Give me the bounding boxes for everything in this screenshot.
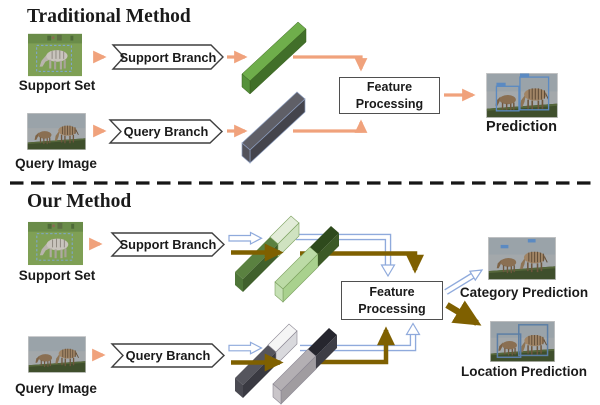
support-set-image-ours [28,222,83,265]
arrow-support-to-processing [293,55,368,72]
arrow-query-to-processing [293,119,368,133]
category-prediction-label: Category Prediction [459,285,589,300]
connector-arrows-front [89,50,484,372]
arrow-brown-support-to-processing [300,251,424,274]
support-feature-bar-traditional [241,21,307,95]
query-feature-bar-ours-light [272,328,337,405]
query-branch-label-traditional: Query Branch [123,124,209,139]
query-image-label-traditional: Query Image [15,156,97,171]
traditional-section-title: Traditional Method [27,6,191,27]
hollow-arrowhead-up [405,322,421,336]
support-branch-label-ours: Support Branch [119,237,217,252]
query-image-label-ours: Query Image [15,381,97,396]
ours-section-title: Our Method [27,191,132,212]
location-prediction-label: Location Prediction [460,364,587,379]
support-set-label-ours: Support Set [18,268,96,283]
support-feature-bar-ours-light [274,226,339,303]
feature-processing-box-ours: Feature Processing [341,281,443,320]
prediction-label: Prediction [486,119,557,135]
support-set-label-traditional: Support Set [18,78,96,93]
hollow-arrow-support-branch-out [228,231,263,245]
query-image-traditional [27,113,86,150]
query-image-ours [28,336,86,372]
hollow-arrowhead-category [468,269,484,282]
hollow-arrowhead-down [380,264,396,278]
prediction-image [486,73,558,118]
query-branch-shape-traditional [108,119,224,144]
arrow-hollow-query-to-processing-fill [300,334,415,350]
arrow-hollow-to-category-fill [445,274,474,294]
support-branch-shape-traditional [111,44,224,70]
feature-processing-label-ours: Feature Processing [358,285,426,316]
feature-processing-box-traditional: Feature Processing [339,77,440,114]
arrow-brown-query-to-processing [300,326,395,365]
support-branch-label-traditional: Support Branch [119,49,217,65]
connector-arrows-back [293,55,424,365]
feature-processing-label-traditional: Feature Processing [355,80,424,111]
category-prediction-image [488,237,556,280]
query-branch-label-ours: Query Branch [125,348,211,363]
query-branch-shape-ours [110,343,226,368]
location-prediction-image [490,321,555,362]
brown-arrow-to-location [445,300,482,326]
hollow-arrow-query-branch-out [228,341,263,355]
support-branch-shape-ours [110,232,226,257]
query-feature-bar-traditional [241,91,306,164]
support-set-image-traditional [28,34,82,76]
